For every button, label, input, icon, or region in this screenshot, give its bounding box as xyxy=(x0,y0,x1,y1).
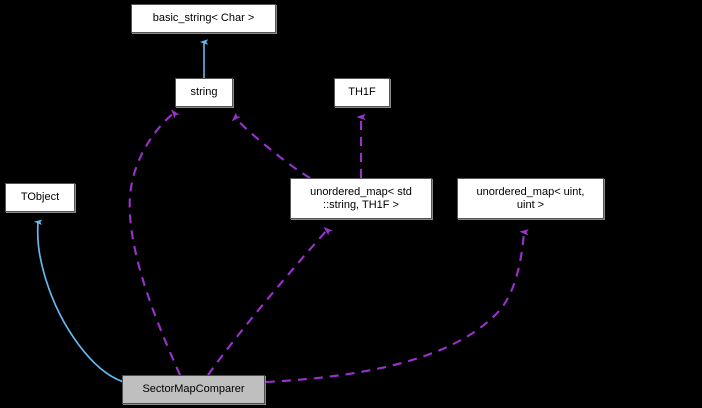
edge-sectormapcomparer-to-umap-uint-uint xyxy=(265,229,529,384)
node-sectormapcomparer-label: SectorMapComparer xyxy=(142,383,245,395)
node-th1f[interactable]: TH1F xyxy=(334,78,390,107)
node-tobject[interactable]: TObject xyxy=(5,183,75,212)
node-unordered-map-uint-uint-label: unordered_map< uint, uint > xyxy=(476,185,585,211)
node-string[interactable]: string xyxy=(175,78,233,107)
node-th1f-label: TH1F xyxy=(348,86,376,98)
node-basic-string-label: basic_string< Char > xyxy=(152,12,255,24)
edge-sectormapcomparer-to-tobject xyxy=(33,219,125,383)
node-unordered-map-string-th1f-label: unordered_map< std ::string, TH1F > xyxy=(310,185,412,211)
node-unordered-map-string-th1f[interactable]: unordered_map< std ::string, TH1F > xyxy=(290,178,432,219)
edge-sectormapcomparer-to-string xyxy=(128,109,181,376)
node-basic-string[interactable]: basic_string< Char > xyxy=(131,4,276,33)
node-unordered-map-uint-uint[interactable]: unordered_map< uint, uint > xyxy=(457,178,604,219)
edge-sectormapcomparer-to-umap-string-th1f xyxy=(207,226,333,376)
node-sectormapcomparer[interactable]: SectorMapComparer xyxy=(122,375,265,404)
node-string-label: string xyxy=(190,86,218,98)
node-tobject-label: TObject xyxy=(20,191,60,203)
edge-umap-string-th1f-to-string xyxy=(231,112,311,179)
